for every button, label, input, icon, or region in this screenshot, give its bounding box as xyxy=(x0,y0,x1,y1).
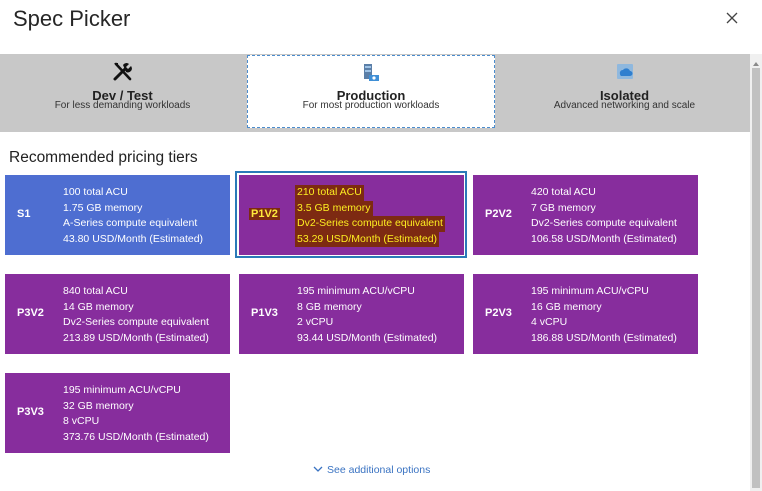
tier-code: P3V3 xyxy=(17,406,44,418)
tier-code: P1V2 xyxy=(249,208,280,220)
tier-card-p3v3[interactable]: P3V3 195 minimum ACU/vCPU 32 GB memory 8… xyxy=(5,373,230,453)
tier-card-p3v2[interactable]: P3V2 840 total ACU 14 GB memory Dv2-Seri… xyxy=(5,274,230,354)
tier-code: P1V3 xyxy=(251,307,278,319)
tier-compute: A-Series compute equivalent xyxy=(63,217,198,230)
tab-dev-test-subtitle: For less demanding workloads xyxy=(54,100,191,111)
tier-compute: Dv2-Series compute equivalent xyxy=(63,316,209,329)
tier-acu: 100 total ACU xyxy=(63,186,128,198)
tier-vcpu: 2 vCPU xyxy=(297,316,334,329)
tier-details: 195 minimum ACU/vCPU 16 GB memory 4 vCPU… xyxy=(531,284,677,346)
tier-price: 186.88 USD/Month (Estimated) xyxy=(531,331,677,344)
tier-compute: Dv2-Series compute equivalent xyxy=(295,216,445,232)
tier-details: 840 total ACU 14 GB memory Dv2-Series co… xyxy=(63,284,209,346)
tier-details: 210 total ACU 3.5 GB memory Dv2-Series c… xyxy=(295,185,445,248)
vertical-scrollbar[interactable] xyxy=(750,54,762,491)
tier-price: 106.58 USD/Month (Estimated) xyxy=(531,232,677,245)
tier-card-p2v3[interactable]: P2V3 195 minimum ACU/vCPU 16 GB memory 4… xyxy=(473,274,698,354)
tier-card-p2v2[interactable]: P2V2 420 total ACU 7 GB memory Dv2-Serie… xyxy=(473,175,698,255)
tier-compute: Dv2-Series compute equivalent xyxy=(531,217,677,230)
tier-code: S1 xyxy=(17,208,31,220)
selected-tier-border xyxy=(235,171,467,258)
tab-dev-test[interactable]: Dev / Test For less demanding workloads xyxy=(0,54,245,130)
tier-card-s1[interactable]: S1 100 total ACU 1.75 GB memory A-Series… xyxy=(5,175,230,255)
tab-production-title: Production xyxy=(336,88,406,103)
dialog-title: Spec Picker xyxy=(13,6,131,31)
tier-code: P3V2 xyxy=(17,307,44,319)
tier-acu: 195 minimum ACU/vCPU xyxy=(531,285,649,297)
tier-card-p1v3[interactable]: P1V3 195 minimum ACU/vCPU 8 GB memory 2 … xyxy=(239,274,464,354)
tier-memory: 3.5 GB memory xyxy=(295,200,445,217)
tier-category-tabs: Dev / Test For less demanding workloads … xyxy=(0,54,750,132)
tier-price: 53.29 USD/Month (Estimated) xyxy=(295,231,445,248)
tier-details: 195 minimum ACU/vCPU 8 GB memory 2 vCPU … xyxy=(297,284,437,346)
see-additional-options-link[interactable]: See additional options xyxy=(313,464,430,476)
close-icon[interactable] xyxy=(721,7,743,29)
scrollbar-thumb[interactable] xyxy=(752,68,760,488)
tier-memory: 8 GB memory xyxy=(297,300,362,313)
tier-acu: 210 total ACU xyxy=(295,185,445,201)
tier-card-p1v2[interactable]: P1V2 210 total ACU 3.5 GB memory Dv2-Ser… xyxy=(239,175,464,255)
tier-price: 43.80 USD/Month (Estimated) xyxy=(63,232,204,245)
tier-memory: 7 GB memory xyxy=(531,201,596,214)
tier-acu: 195 minimum ACU/vCPU xyxy=(63,384,181,396)
tier-vcpu: 4 vCPU xyxy=(531,316,568,329)
section-title: Recommended pricing tiers xyxy=(9,149,198,166)
chevron-down-icon xyxy=(313,464,323,476)
tab-production[interactable]: Production For most production workloads xyxy=(247,55,495,128)
tab-isolated-subtitle: Advanced networking and scale xyxy=(553,100,696,111)
tier-price: 93.44 USD/Month (Estimated) xyxy=(297,331,438,344)
tier-vcpu: 8 vCPU xyxy=(63,415,100,428)
tab-dev-test-title: Dev / Test xyxy=(92,88,153,103)
tier-acu: 840 total ACU xyxy=(63,285,128,297)
tab-production-subtitle: For most production workloads xyxy=(302,100,440,111)
tier-details: 195 minimum ACU/vCPU 32 GB memory 8 vCPU… xyxy=(63,383,209,445)
tier-details: 420 total ACU 7 GB memory Dv2-Series com… xyxy=(531,185,677,247)
tier-price: 213.89 USD/Month (Estimated) xyxy=(63,331,209,344)
tab-isolated-title: Isolated xyxy=(599,88,650,103)
tier-memory: 32 GB memory xyxy=(63,399,134,412)
tier-memory: 16 GB memory xyxy=(531,300,602,313)
tier-acu: 195 minimum ACU/vCPU xyxy=(297,285,415,297)
tier-memory: 1.75 GB memory xyxy=(63,201,143,214)
isolated-cloud-icon xyxy=(613,60,637,84)
tier-details: 100 total ACU 1.75 GB memory A-Series co… xyxy=(63,185,203,247)
tab-isolated[interactable]: Isolated Advanced networking and scale xyxy=(499,54,750,130)
tier-code: P2V2 xyxy=(485,208,512,220)
tier-acu: 420 total ACU xyxy=(531,186,596,198)
production-icon xyxy=(359,61,383,85)
tier-price: 373.76 USD/Month (Estimated) xyxy=(63,430,209,443)
scroll-up-arrow-icon[interactable] xyxy=(750,56,762,66)
see-additional-options-label: See additional options xyxy=(327,464,431,476)
dialog-header: Spec Picker xyxy=(0,0,762,56)
tier-memory: 14 GB memory xyxy=(63,300,134,313)
tier-code: P2V3 xyxy=(485,307,512,319)
tools-icon xyxy=(111,60,135,84)
